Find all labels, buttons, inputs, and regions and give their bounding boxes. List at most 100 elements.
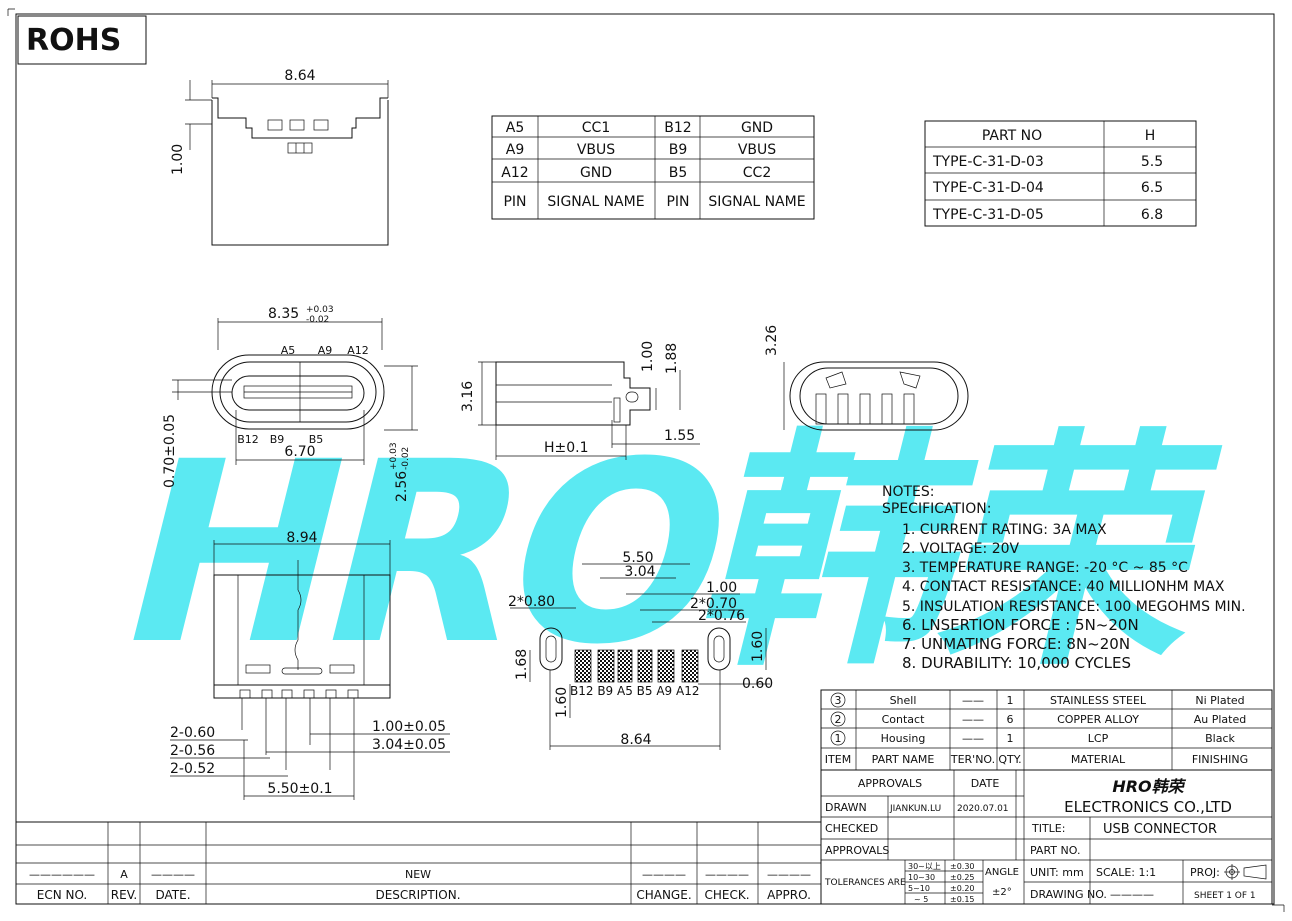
svg-text:3.26: 3.26 — [764, 325, 780, 356]
svg-text:1.60: 1.60 — [750, 631, 766, 662]
svg-text:2-0.52: 2-0.52 — [170, 761, 215, 777]
svg-text:1: 1 — [1007, 732, 1014, 745]
svg-text:6.5: 6.5 — [1141, 180, 1163, 196]
svg-text:B5: B5 — [669, 165, 688, 181]
svg-text:SPECIFICATION:: SPECIFICATION: — [882, 501, 991, 517]
svg-text:1.68: 1.68 — [514, 649, 530, 680]
svg-text:1.00±0.05: 1.00±0.05 — [372, 719, 446, 735]
svg-text:TYPE-C-31-D-04: TYPE-C-31-D-04 — [932, 180, 1044, 196]
svg-text:±0.20: ±0.20 — [950, 884, 975, 893]
projection-icon — [1224, 864, 1267, 880]
svg-text:ELECTRONICS CO.,LTD: ELECTRONICS CO.,LTD — [1064, 798, 1232, 816]
svg-text:6.8: 6.8 — [1141, 207, 1163, 223]
svg-text:2: 2 — [835, 713, 842, 726]
svg-text:2*0.76: 2*0.76 — [698, 608, 745, 624]
company-logo: HRO韩荣 — [1112, 777, 1186, 796]
svg-text:8.64: 8.64 — [620, 732, 651, 748]
svg-text:PART NAME: PART NAME — [872, 753, 935, 766]
svg-text:ECN NO.: ECN NO. — [37, 888, 88, 902]
svg-text:1: 1 — [1007, 694, 1014, 707]
sheet-border — [15, 13, 1275, 905]
svg-text:GND: GND — [741, 120, 773, 136]
svg-text:NEW: NEW — [405, 868, 431, 881]
svg-text:SHEET 1 OF 1: SHEET 1 OF 1 — [1194, 891, 1256, 901]
svg-text:APPRO.: APPRO. — [767, 888, 811, 902]
svg-text:2*0.80: 2*0.80 — [508, 594, 555, 610]
svg-text:A9: A9 — [318, 344, 333, 357]
svg-text:6. LNSERTION FORCE : 5N~20N: 6. LNSERTION FORCE : 5N~20N — [902, 616, 1139, 634]
svg-text:-0.02: -0.02 — [401, 447, 411, 470]
svg-text:B9: B9 — [669, 142, 688, 158]
svg-text:±2°: ±2° — [992, 887, 1012, 898]
end-view: 3.26 — [764, 325, 969, 431]
svg-text:ITEM: ITEM — [825, 753, 851, 766]
dim-top-height: 1.00 — [170, 144, 186, 175]
svg-text:PART NO.: PART NO. — [1030, 844, 1080, 857]
svg-text:B5: B5 — [309, 433, 324, 446]
svg-text:TOLERANCES ARE: TOLERANCES ARE — [824, 878, 906, 888]
svg-text:——: —— — [962, 694, 984, 707]
svg-text:±0.30: ±0.30 — [950, 862, 975, 871]
svg-text:A9: A9 — [506, 142, 524, 158]
svg-text:7. UNMATING FORCE: 8N~20N: 7. UNMATING FORCE: 8N~20N — [902, 635, 1130, 653]
svg-text:1.00: 1.00 — [640, 341, 656, 372]
svg-text:VBUS: VBUS — [577, 142, 615, 158]
svg-text:CHECKED: CHECKED — [825, 822, 878, 835]
svg-text:A12: A12 — [347, 344, 369, 357]
svg-text:5.50: 5.50 — [622, 550, 653, 566]
svg-text:——: —— — [962, 713, 984, 726]
svg-text:+0.03: +0.03 — [389, 442, 399, 470]
svg-text:B9: B9 — [270, 433, 285, 446]
svg-text:PART NO: PART NO — [982, 128, 1042, 144]
svg-text:B12: B12 — [237, 433, 259, 446]
svg-text:0.70±0.05: 0.70±0.05 — [162, 414, 178, 488]
svg-text:USB CONNECTOR: USB CONNECTOR — [1103, 822, 1217, 837]
svg-text:DATE.: DATE. — [155, 888, 190, 902]
svg-text:Housing: Housing — [881, 732, 926, 745]
svg-text:A: A — [120, 868, 128, 881]
svg-text:APPROVALS: APPROVALS — [858, 777, 922, 790]
pcb-layout: B12 B9 A5 B5 A9 A12 5.50 3.04 1.00 2*0.8… — [508, 550, 773, 750]
svg-text:A5: A5 — [506, 120, 524, 136]
svg-text:VBUS: VBUS — [738, 142, 776, 158]
notes: NOTES: SPECIFICATION: 1. CURRENT RATING:… — [882, 484, 1246, 672]
title-block: APPROVALS DATE DRAWN JIANKUN.LU 2020.07.… — [820, 769, 1273, 905]
svg-text:NOTES:: NOTES: — [882, 484, 935, 500]
svg-text:COPPER ALLOY: COPPER ALLOY — [1057, 713, 1139, 726]
svg-text:30~以上: 30~以上 — [908, 862, 941, 871]
svg-text:Black: Black — [1205, 732, 1235, 745]
svg-text:REV.: REV. — [111, 888, 137, 902]
svg-text:TYPE-C-31-D-03: TYPE-C-31-D-03 — [932, 154, 1044, 170]
svg-text:1.60: 1.60 — [554, 687, 570, 718]
svg-text:STAINLESS STEEL: STAINLESS STEEL — [1050, 694, 1147, 707]
svg-text:3: 3 — [835, 694, 842, 707]
svg-text:B12: B12 — [664, 120, 691, 136]
svg-text:-0.02: -0.02 — [306, 315, 329, 325]
svg-text:Shell: Shell — [890, 694, 917, 707]
svg-text:PIN: PIN — [503, 194, 526, 210]
svg-text:UNIT: mm: UNIT: mm — [1030, 866, 1084, 879]
svg-text:6.70: 6.70 — [284, 444, 315, 460]
svg-text:H±0.1: H±0.1 — [544, 440, 589, 456]
svg-text:0.60: 0.60 — [742, 676, 773, 692]
pcb-pads — [574, 649, 699, 683]
svg-text:JIANKUN.LU: JIANKUN.LU — [889, 804, 941, 814]
svg-text:CHECK.: CHECK. — [704, 888, 749, 902]
svg-text:Ni Plated: Ni Plated — [1195, 694, 1244, 707]
top-view: 8.64 1.00 — [170, 68, 389, 246]
svg-text:5~10: 5~10 — [908, 884, 930, 893]
svg-text:3.16: 3.16 — [460, 381, 476, 412]
svg-text:B12 B9 A5 B5 A9 A12: B12 B9 A5 B5 A9 A12 — [570, 684, 699, 698]
svg-text:5.5: 5.5 — [1141, 154, 1163, 170]
svg-text:————: ———— — [151, 868, 195, 881]
svg-text:4. CONTACT RESISTANCE: 40 MILL: 4. CONTACT RESISTANCE: 40 MILLIONHM MAX — [902, 579, 1225, 595]
bottom-view: 8.94 2-0.60 2-0.56 2-0.52 1.00±0.05 3.04… — [170, 530, 450, 800]
svg-text:SIGNAL NAME: SIGNAL NAME — [547, 194, 644, 210]
svg-text:H: H — [1145, 128, 1156, 144]
svg-text:MATERIAL: MATERIAL — [1071, 753, 1126, 766]
svg-text:DATE: DATE — [971, 777, 1000, 790]
svg-text:3.04: 3.04 — [624, 564, 655, 580]
svg-text:——————: —————— — [29, 868, 95, 881]
